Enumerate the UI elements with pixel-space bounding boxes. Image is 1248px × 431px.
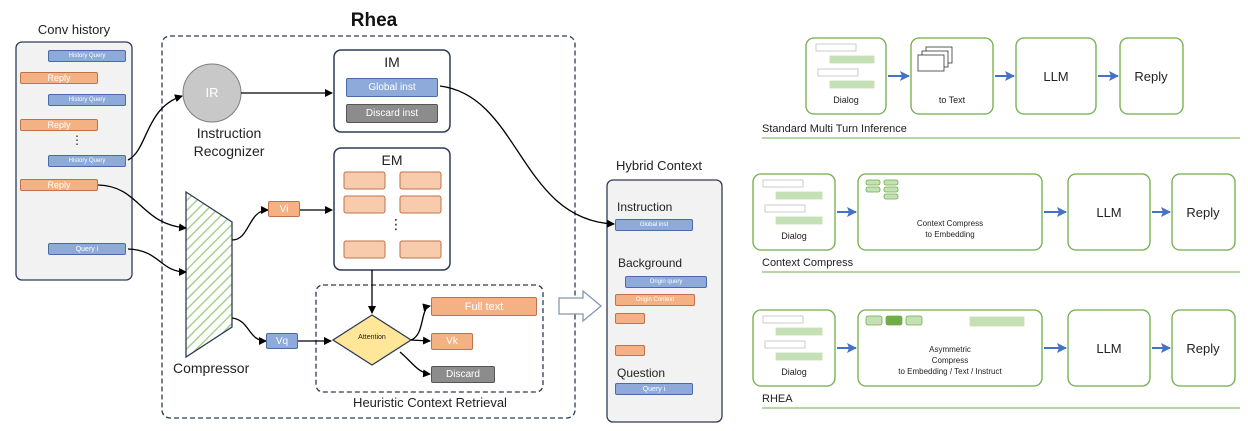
llm-label: LLM xyxy=(1096,341,1122,356)
reply-chip: Reply xyxy=(20,179,98,191)
conv-history-title: Conv history xyxy=(37,22,111,37)
vq-chip: Vq xyxy=(266,333,298,349)
pipeline-arrows xyxy=(837,71,1171,353)
hybrid-query-i-chip: Query i xyxy=(615,383,693,395)
rhea-step-line2: Compress xyxy=(931,356,969,365)
context-compress-line1: Context Compress xyxy=(916,219,984,228)
em-title: EM xyxy=(381,152,403,168)
embedding-stacks xyxy=(865,179,1025,327)
llm-label: LLM xyxy=(1043,69,1069,84)
full-text-chip: Full text xyxy=(431,297,537,316)
llm-label: LLM xyxy=(1096,205,1122,220)
global-inst-chip: Global inst xyxy=(346,78,438,97)
attention-label: Attention xyxy=(358,334,386,341)
pipeline-caption: Standard Multi Turn Inference xyxy=(762,123,907,135)
compressor-label: Compressor xyxy=(173,360,250,376)
conv-ellipsis: ⋮ xyxy=(71,133,83,147)
reply-label: Reply xyxy=(1186,205,1220,220)
hollow-arrow xyxy=(558,289,603,323)
origin-query-chip: Origin query xyxy=(625,276,707,288)
attention-diamond xyxy=(331,314,413,366)
compressor-shape xyxy=(185,190,233,359)
hybrid-title: Hybrid Context xyxy=(616,158,702,173)
discard-inst-chip: Discard inst xyxy=(346,104,438,123)
origin-context-chip: Origin Context xyxy=(615,294,695,306)
rhea-step-line1: Asymmetric xyxy=(929,345,971,354)
hybrid-instruction-label: Instruction xyxy=(617,200,673,214)
hcr-title: Heuristic Context Retrieval xyxy=(353,395,507,410)
ir-name-line1: Instruction xyxy=(196,125,262,141)
background-small-chip xyxy=(615,313,645,324)
rhea-frame xyxy=(161,35,576,419)
reply-label: Reply xyxy=(1134,69,1168,84)
text-pages-icon xyxy=(917,46,953,72)
hybrid-global-inst-chip: Global inst xyxy=(615,219,693,231)
history-query-chip: History Query xyxy=(48,155,126,167)
reply-label: Reply xyxy=(1186,341,1220,356)
history-query-chip: History Query xyxy=(48,94,126,106)
query-i-chip: Query i xyxy=(48,243,126,255)
vi-chip: Vi xyxy=(268,201,300,217)
hybrid-question-label: Question xyxy=(617,366,666,380)
em-ellipsis: ⋮ xyxy=(389,216,403,232)
context-compress-line2: to Embedding xyxy=(925,230,975,239)
em-cells xyxy=(343,171,442,259)
pipeline-caption: Context Compress xyxy=(762,257,854,269)
pipeline-caption: RHEA xyxy=(762,393,793,405)
discard-chip: Discard xyxy=(431,366,495,383)
dialog-label: Dialog xyxy=(833,95,859,105)
reply-chip: Reply xyxy=(20,119,98,131)
ir-name-line2: Recognizer xyxy=(193,143,265,159)
to-text-label: to Text xyxy=(938,95,966,105)
background-small-chip xyxy=(615,345,645,356)
rhea-step-line3: to Embedding / Text / Instruct xyxy=(898,367,1002,376)
pipeline-shapes xyxy=(752,37,1240,409)
diagram-title: Rhea xyxy=(350,10,398,31)
hybrid-background-label: Background xyxy=(618,256,683,270)
hcr-frame xyxy=(315,284,544,393)
vk-chip: Vk xyxy=(431,333,473,350)
dialog-label: Dialog xyxy=(781,367,807,377)
dialog-label: Dialog xyxy=(781,231,807,241)
flow-arrows xyxy=(97,85,615,378)
im-title: IM xyxy=(384,54,400,70)
dialog-bubbles xyxy=(762,43,875,361)
ir-label: IR xyxy=(205,85,219,100)
history-query-chip: History Query xyxy=(48,50,126,62)
reply-chip: Reply xyxy=(20,72,98,84)
